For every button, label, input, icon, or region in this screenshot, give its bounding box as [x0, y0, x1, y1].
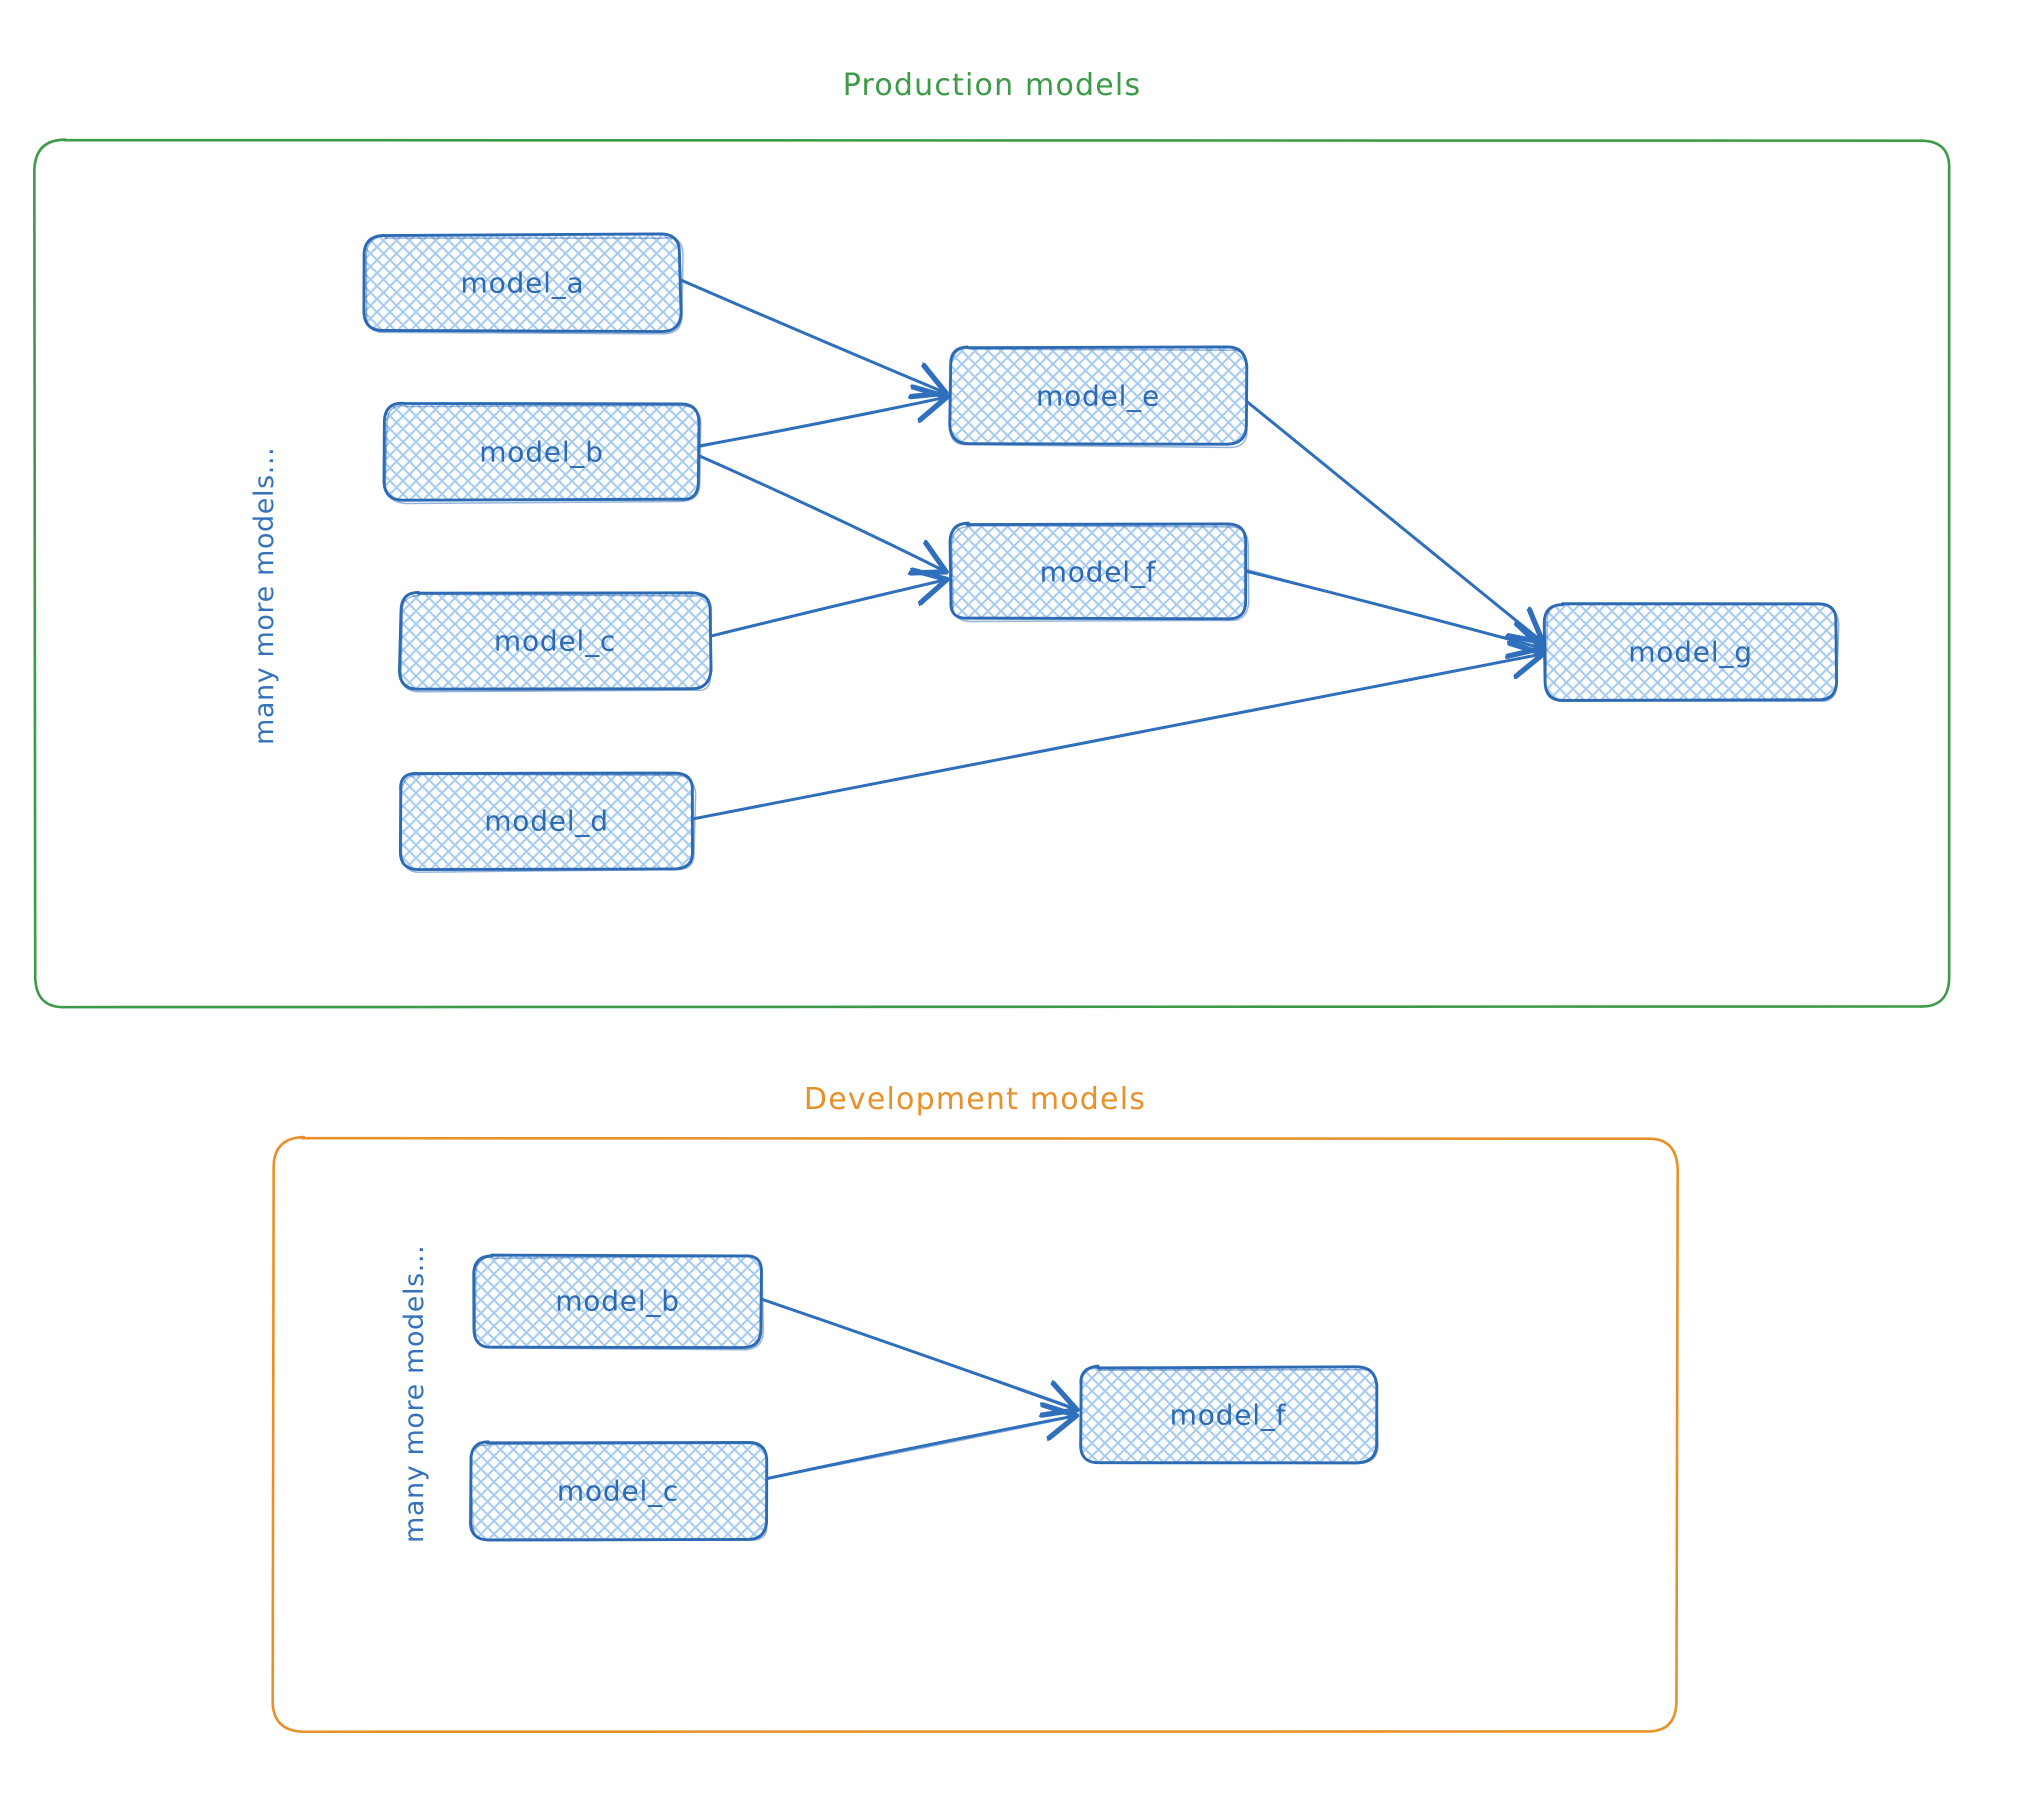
edge-sketch-pass	[680, 279, 946, 393]
group-frame-production	[33, 138, 1951, 1009]
edge-sketch-pass	[696, 454, 944, 571]
node-outline-sketch-pass	[469, 1442, 768, 1542]
node-fill-prod_model_b	[385, 402, 699, 500]
node-fill-prod_model_g	[1544, 603, 1837, 701]
node-fill-prod_model_f	[949, 523, 1247, 620]
group-title-production: Production models	[842, 68, 1142, 103]
edge-sketch-pass	[709, 578, 944, 638]
node-outline-sketch-pass	[949, 346, 1248, 449]
node-outline-sketch-pass	[365, 235, 684, 335]
node-outline-sketch-pass	[1079, 1367, 1379, 1465]
node-fill-dev_model_c	[469, 1441, 766, 1540]
side-label-production: many more models...	[249, 446, 280, 745]
node-fill-prod_model_c	[399, 592, 711, 690]
node-fill-dev_model_b	[473, 1254, 762, 1348]
node-fill-prod_model_d	[399, 772, 694, 870]
group-title-development: Development models	[803, 1082, 1147, 1117]
node-outline-sketch-pass	[400, 773, 697, 873]
edge-sketch-pass	[697, 397, 945, 449]
group-frame-development	[271, 1135, 1679, 1734]
edge-sketch-pass	[1245, 568, 1542, 650]
node-outline-sketch-pass	[400, 593, 713, 693]
node-fill-prod_model_e	[950, 347, 1247, 445]
side-label-development: many more models...	[399, 1244, 430, 1543]
node-fill-dev_model_f	[1080, 1366, 1377, 1463]
node-layer	[362, 232, 1840, 1542]
node-outline-sketch-pass	[950, 525, 1250, 623]
node-outline-sketch-pass	[1545, 603, 1840, 703]
group-frames	[33, 138, 1951, 1734]
edge-sketch-pass	[760, 1299, 1076, 1408]
edge-sketch-pass	[766, 1416, 1075, 1480]
edge-dev_model_c-to-dev_model_f	[766, 1416, 1074, 1480]
edge-sketch-pass	[1246, 400, 1542, 640]
edge-sketch-pass	[691, 654, 1541, 820]
edge-layer	[679, 278, 1542, 1480]
node-outline-sketch-pass	[384, 404, 702, 505]
node-outline-sketch-pass	[474, 1255, 765, 1351]
node-outline-prod_model_a[interactable]	[362, 232, 683, 334]
node-fill-prod_model_a	[364, 234, 680, 332]
